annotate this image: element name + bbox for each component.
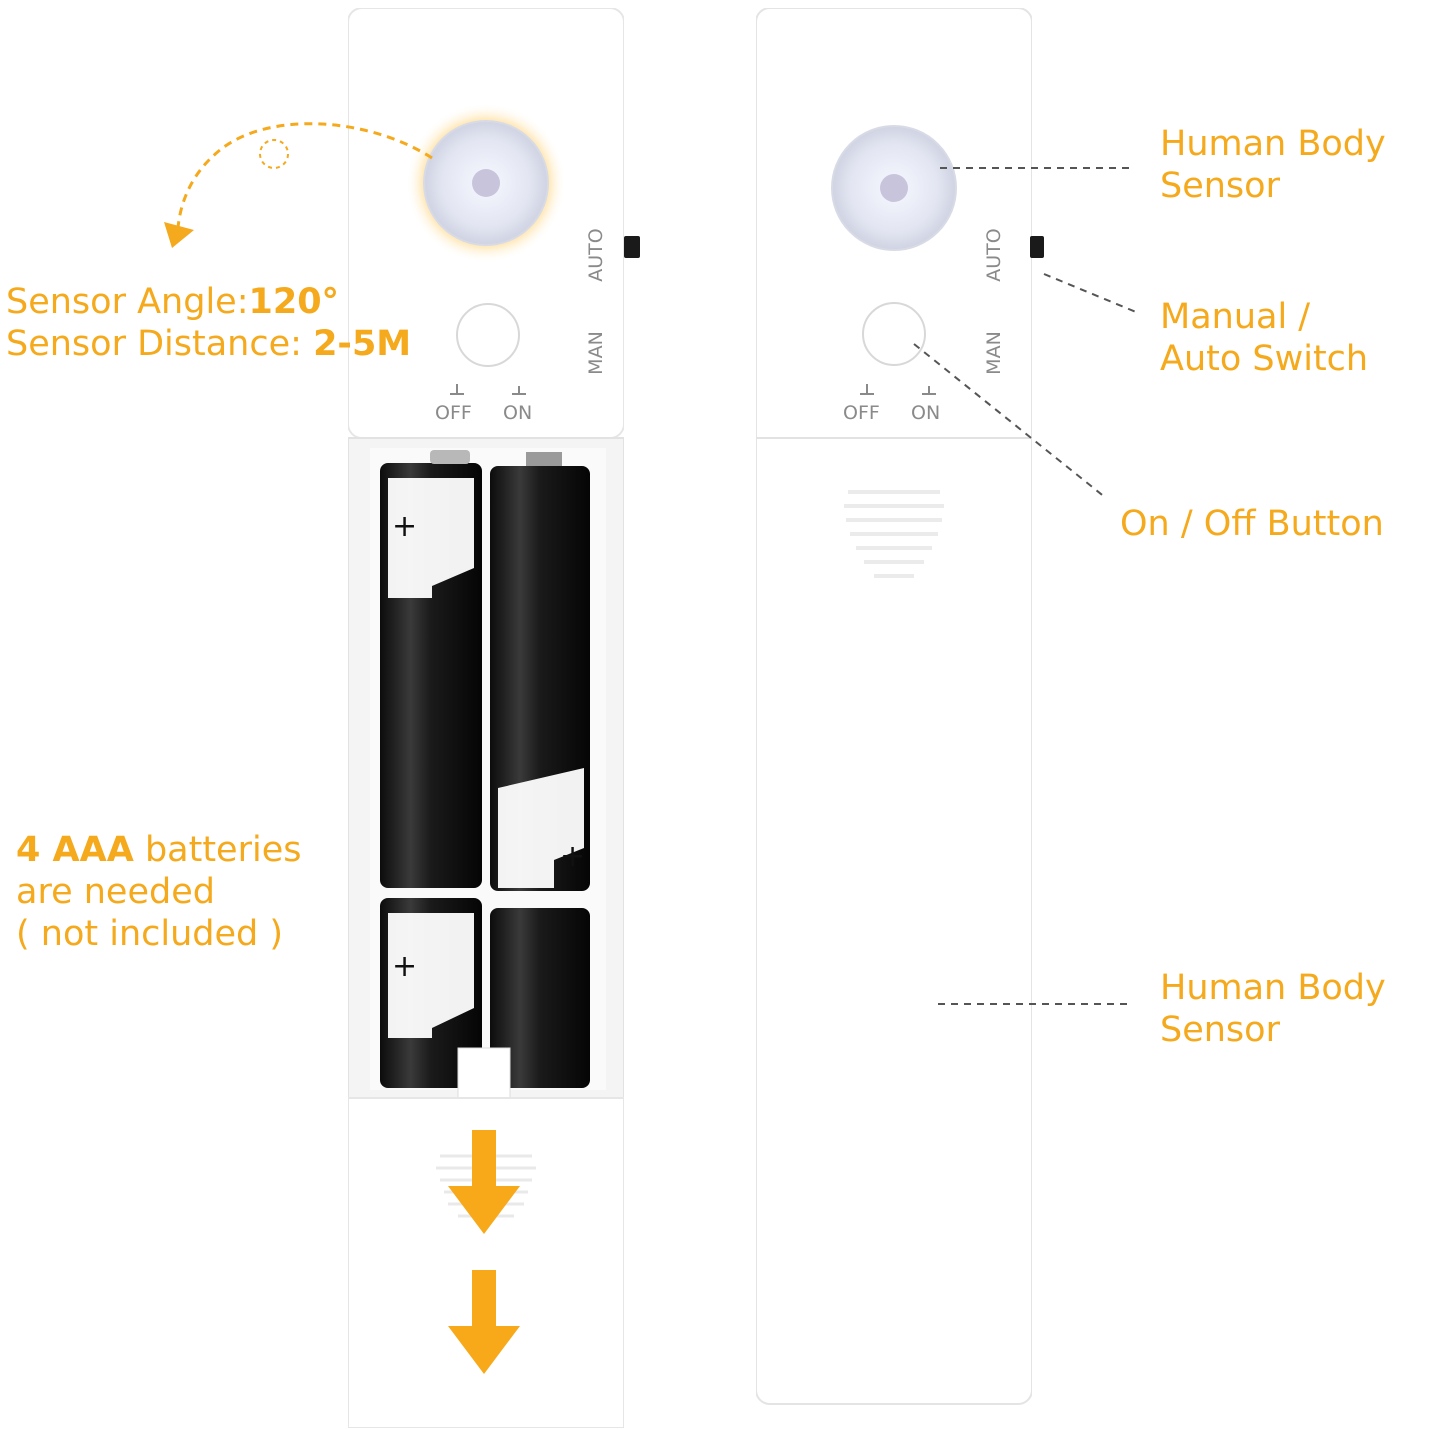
sensor-angle-label: Sensor Angle: <box>6 282 249 322</box>
svg-text:+: + <box>560 839 585 874</box>
batteries-label: 4 AAA batteries are needed ( not include… <box>16 829 301 955</box>
down-arrow-icon <box>448 1270 520 1374</box>
sensor-distance-value: 2-5M <box>313 324 412 364</box>
batteries-line3: ( not included ) <box>16 914 284 954</box>
left-device: + + + <box>348 8 624 1428</box>
manual-auto-line1: Manual / <box>1160 297 1311 337</box>
human-body-sensor-top-line2: Sensor <box>1160 166 1280 206</box>
svg-text:+: + <box>392 509 417 544</box>
batteries-count: 4 AAA <box>16 830 134 870</box>
human-body-sensor-bottom-line1: Human Body <box>1160 968 1386 1008</box>
human-body-sensor-label-bottom: Human Body Sensor <box>1160 967 1386 1051</box>
left-on-label: ON <box>503 402 533 424</box>
manual-auto-line2: Auto Switch <box>1160 339 1369 379</box>
right-device-graphic <box>756 8 1032 1405</box>
right-off-label: OFF <box>843 402 880 424</box>
batteries-line2: are needed <box>16 872 215 912</box>
down-arrow-icon <box>448 1130 520 1234</box>
right-device <box>756 8 1032 1406</box>
human-body-sensor-top-line1: Human Body <box>1160 124 1386 164</box>
svg-text:+: + <box>392 949 417 984</box>
sensor-angle-arrow-icon <box>164 122 433 248</box>
left-off-label: OFF <box>435 402 472 424</box>
right-mode-switch[interactable] <box>1030 236 1044 258</box>
human-body-sensor-bottom-line2: Sensor <box>1160 1010 1280 1050</box>
manual-auto-switch-label: Manual / Auto Switch <box>1160 296 1368 380</box>
sensor-spec-label: Sensor Angle:120° Sensor Distance: 2-5M <box>6 281 411 365</box>
right-on-label: ON <box>911 402 941 424</box>
batteries-text: batteries <box>133 830 302 870</box>
on-off-button-label: On / Off Button <box>1120 504 1384 544</box>
left-mode-switch[interactable] <box>624 236 640 258</box>
human-body-sensor-label-top: Human Body Sensor <box>1160 123 1386 207</box>
left-device-graphic: + + + <box>348 8 624 1428</box>
sensor-angle-value: 120° <box>248 282 340 322</box>
sensor-distance-label: Sensor Distance: <box>6 324 314 364</box>
